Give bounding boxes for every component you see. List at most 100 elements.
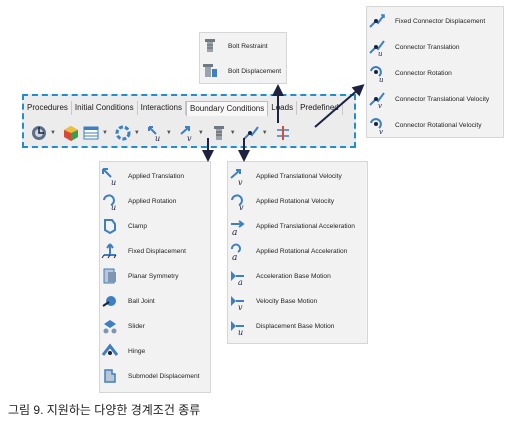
fixed-connector-icon [367, 11, 387, 31]
boundary-conditions-toolbar: Procedures Initial Conditions Interactio… [22, 94, 356, 148]
menu-item-clamp[interactable]: Clamp [100, 216, 210, 236]
menu-item-label: Submodel Displacement [128, 372, 200, 380]
svg-text:v: v [238, 178, 243, 186]
menu-item-label: Fixed Connector Displacement [395, 17, 486, 25]
slider-icon [100, 316, 120, 336]
menu-item-label: Connector Translation [395, 43, 460, 51]
menu-item-fixed-displacement[interactable]: Fixed Displacement [100, 241, 210, 261]
menu-item-label: Slider [128, 322, 145, 330]
menu-item-fixed-connector-displacement[interactable]: Fixed Connector Displacement [367, 11, 503, 31]
menu-item-bolt-displacement[interactable]: Bolt Displacement [200, 61, 286, 81]
planar-symmetry-icon [100, 266, 120, 286]
bolt-dropdown-menu: Bolt Restraint Bolt Displacement [199, 32, 287, 84]
displacement-base-motion-icon: u [228, 316, 248, 336]
menu-item-label: Planar Symmetry [128, 272, 179, 280]
connector-translation-icon: u [367, 37, 387, 57]
tool-row: ▼ ▼ ▼ u ▼ v ▼ ▼ ▼ [30, 122, 294, 144]
svg-text:v: v [239, 203, 244, 211]
tab-procedures[interactable]: Procedures [24, 101, 72, 115]
chevron-down-icon[interactable]: ▼ [101, 130, 108, 136]
chevron-down-icon[interactable]: ▼ [261, 130, 268, 136]
svg-text:v: v [378, 102, 382, 109]
menu-item-label: Applied Rotational Velocity [256, 197, 335, 205]
menu-item-ball-joint[interactable]: Ball Joint [100, 291, 210, 311]
applied-rotation-icon: u [100, 191, 120, 211]
ball-joint-icon [100, 291, 120, 311]
applied-rotational-acceleration-icon: a [228, 241, 248, 261]
connector-rotational-velocity-icon: v [367, 115, 387, 135]
table-manager-icon[interactable] [82, 124, 100, 142]
menu-item-label: Acceleration Base Motion [256, 272, 331, 280]
menu-item-label: Connector Rotational Velocity [395, 121, 482, 129]
displacement-bc-menu: u Applied Translation u Applied Rotation… [99, 161, 211, 393]
svg-text:u: u [155, 134, 160, 142]
bolt-icon[interactable] [210, 124, 228, 142]
menu-item-velocity-base-motion[interactable]: v Velocity Base Motion [228, 291, 367, 311]
tab-interactions[interactable]: Interactions [138, 101, 186, 115]
connector-velocity-icon: v [367, 89, 387, 109]
menu-item-label: Applied Rotation [128, 197, 177, 205]
menu-item-applied-translational-acceleration[interactable]: a Applied Translational Acceleration [228, 216, 367, 236]
menu-item-label: Applied Translation [128, 172, 185, 180]
chevron-down-icon[interactable]: ▼ [165, 130, 172, 136]
menu-item-connector-translation[interactable]: u Connector Translation [367, 37, 503, 57]
menu-item-connector-rotational-velocity[interactable]: v Connector Rotational Velocity [367, 115, 503, 135]
fixed-displacement-icon [100, 241, 120, 261]
svg-text:u: u [111, 203, 116, 211]
menu-item-connector-translational-velocity[interactable]: v Connector Translational Velocity [367, 89, 503, 109]
applied-translational-acceleration-icon: a [228, 216, 248, 236]
menu-item-label: Connector Rotation [395, 69, 452, 77]
velocity-acceleration-bc-menu: v Applied Translational Velocity v Appli… [227, 161, 368, 344]
menu-item-slider[interactable]: Slider [100, 316, 210, 336]
chevron-down-icon[interactable]: ▼ [133, 130, 140, 136]
figure-caption: 그림 9. 지원하는 다양한 경계조건 종류 [8, 403, 201, 417]
menu-item-label: Clamp [128, 222, 148, 230]
tab-initial-conditions[interactable]: Initial Conditions [72, 101, 138, 115]
velocity-bc-icon[interactable]: v [178, 124, 196, 142]
bolt-restraint-icon [200, 36, 220, 56]
hinge-icon [100, 341, 120, 361]
svg-text:a: a [238, 278, 243, 286]
applied-translation-icon: u [100, 166, 120, 186]
menu-item-applied-rotational-acceleration[interactable]: a Applied Rotational Acceleration [228, 241, 367, 261]
svg-text:v: v [187, 134, 192, 142]
acceleration-base-motion-icon: a [228, 266, 248, 286]
menu-item-bolt-restraint[interactable]: Bolt Restraint [200, 36, 286, 56]
chevron-down-icon[interactable]: ▼ [50, 130, 56, 136]
amplitude-icon[interactable] [114, 124, 132, 142]
submodel-displacement-icon [100, 366, 120, 386]
menu-item-label: Ball Joint [128, 297, 155, 305]
menu-item-label: Bolt Displacement [228, 67, 282, 75]
menu-item-applied-translational-velocity[interactable]: v Applied Translational Velocity [228, 166, 367, 186]
svg-text:v: v [238, 303, 243, 311]
field-output-icon[interactable] [62, 124, 80, 142]
menu-item-planar-symmetry[interactable]: Planar Symmetry [100, 266, 210, 286]
svg-text:u: u [238, 328, 243, 336]
bolt-displacement-icon [200, 61, 220, 81]
menu-item-acceleration-base-motion[interactable]: a Acceleration Base Motion [228, 266, 367, 286]
tab-predefined[interactable]: Predefined [297, 101, 343, 115]
module-tab-bar: Procedures Initial Conditions Interactio… [24, 101, 343, 116]
step-manager-icon[interactable] [30, 124, 48, 142]
menu-item-applied-rotation[interactable]: u Applied Rotation [100, 191, 210, 211]
chevron-down-icon[interactable]: ▼ [197, 130, 204, 136]
connector-rotation-icon: u [367, 63, 387, 83]
svg-text:a: a [232, 253, 237, 261]
tab-boundary-conditions[interactable]: Boundary Conditions [185, 101, 269, 116]
menu-item-hinge[interactable]: Hinge [100, 341, 210, 361]
symmetry-icon[interactable] [274, 124, 292, 142]
menu-item-connector-rotation[interactable]: u Connector Rotation [367, 63, 503, 83]
menu-item-applied-rotational-velocity[interactable]: v Applied Rotational Velocity [228, 191, 367, 211]
displacement-bc-icon[interactable]: u [146, 124, 164, 142]
menu-item-label: Fixed Displacement [128, 247, 186, 255]
svg-text:u: u [378, 50, 383, 57]
chevron-down-icon[interactable]: ▼ [229, 130, 236, 136]
tab-loads[interactable]: Loads [268, 101, 298, 115]
menu-item-submodel-displacement[interactable]: Submodel Displacement [100, 366, 210, 386]
svg-text:u: u [111, 178, 116, 186]
menu-item-label: Connector Translational Velocity [395, 95, 490, 103]
menu-item-displacement-base-motion[interactable]: u Displacement Base Motion [228, 316, 367, 336]
menu-item-label: Hinge [128, 347, 146, 355]
menu-item-applied-translation[interactable]: u Applied Translation [100, 166, 210, 186]
connector-bc-icon[interactable] [242, 124, 260, 142]
